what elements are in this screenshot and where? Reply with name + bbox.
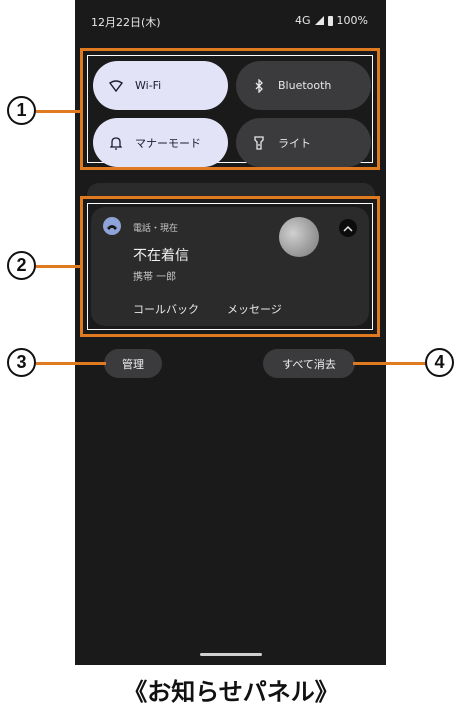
callout-1: 1 bbox=[7, 96, 36, 125]
home-indicator[interactable] bbox=[200, 653, 262, 656]
quick-settings-highlight: Wi-Fi Bluetooth マナーモード ライト bbox=[80, 48, 380, 170]
bluetooth-icon bbox=[252, 78, 266, 93]
notification-highlight: 電話・現在 不在着信 携帯 一郎 コールバック メッセージ bbox=[80, 196, 380, 337]
notification-caller: 携帯 一郎 bbox=[133, 272, 177, 283]
message-action[interactable]: メッセージ bbox=[227, 303, 282, 316]
callout-4-line bbox=[353, 362, 427, 365]
battery-icon bbox=[327, 15, 333, 26]
callback-action[interactable]: コールバック bbox=[133, 303, 199, 316]
flashlight-label: ライト bbox=[278, 136, 311, 150]
bell-icon bbox=[109, 136, 123, 150]
figure-caption: 《お知らせパネル》 bbox=[123, 679, 339, 706]
flashlight-tile[interactable]: ライト bbox=[236, 118, 371, 167]
manner-mode-label: マナーモード bbox=[135, 136, 201, 150]
signal-icon bbox=[314, 16, 324, 25]
network-label: 4G bbox=[295, 14, 311, 27]
expand-button[interactable] bbox=[339, 219, 357, 237]
wifi-icon bbox=[109, 79, 123, 93]
clear-all-button[interactable]: すべて消去 bbox=[263, 349, 355, 378]
manner-mode-tile[interactable]: マナーモード bbox=[93, 118, 228, 167]
notification-shelf bbox=[87, 183, 375, 197]
contact-avatar bbox=[279, 217, 319, 257]
callout-3: 3 bbox=[7, 348, 36, 377]
status-indicators: 4G 100% bbox=[295, 14, 368, 27]
notification-area: 電話・現在 不在着信 携帯 一郎 コールバック メッセージ bbox=[87, 203, 373, 330]
bluetooth-label: Bluetooth bbox=[278, 79, 332, 92]
notification-app-name: 電話・現在 bbox=[133, 224, 179, 234]
missed-call-app-icon bbox=[103, 217, 121, 235]
notification-panel-screen: 12月22日(木) 4G 100% bbox=[75, 0, 386, 665]
manage-button[interactable]: 管理 bbox=[104, 349, 162, 378]
status-bar: 12月22日(木) 4G 100% bbox=[75, 0, 386, 42]
quick-settings-panel: Wi-Fi Bluetooth マナーモード ライト bbox=[87, 55, 373, 167]
wifi-label: Wi-Fi bbox=[135, 79, 162, 92]
notification-title: 不在着信 bbox=[133, 248, 189, 264]
callout-4: 4 bbox=[425, 348, 454, 377]
battery-label: 100% bbox=[336, 14, 368, 27]
callout-3-line bbox=[36, 362, 106, 365]
callout-2: 2 bbox=[7, 251, 36, 280]
callout-1-line bbox=[36, 110, 82, 113]
status-date: 12月22日(木) bbox=[91, 16, 161, 29]
missed-call-notification[interactable]: 電話・現在 不在着信 携帯 一郎 コールバック メッセージ bbox=[91, 207, 369, 326]
flashlight-icon bbox=[252, 135, 266, 150]
bluetooth-tile[interactable]: Bluetooth bbox=[236, 61, 371, 110]
wifi-tile[interactable]: Wi-Fi bbox=[93, 61, 228, 110]
callout-2-line bbox=[36, 265, 82, 268]
